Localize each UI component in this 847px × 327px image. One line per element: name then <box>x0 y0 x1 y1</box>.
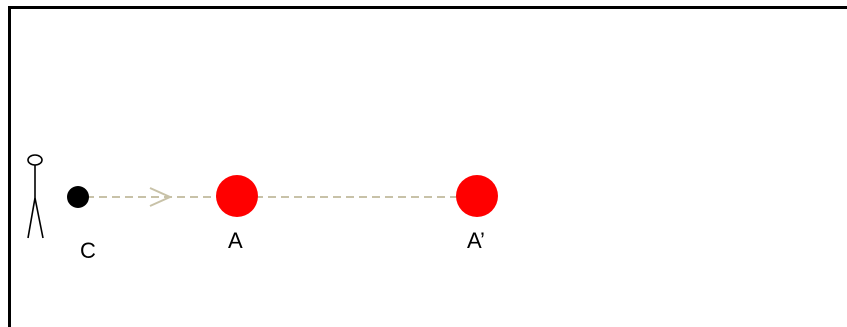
label-c: C <box>80 238 96 263</box>
label-a: A <box>228 228 243 253</box>
point-a-prime <box>456 175 498 217</box>
point-a <box>216 175 258 217</box>
diagram-frame <box>8 6 847 327</box>
label-a-prime: A’ <box>467 228 485 253</box>
point-c <box>67 186 89 208</box>
stick-figure-icon <box>27 154 44 239</box>
arrowhead-icon <box>149 187 173 207</box>
